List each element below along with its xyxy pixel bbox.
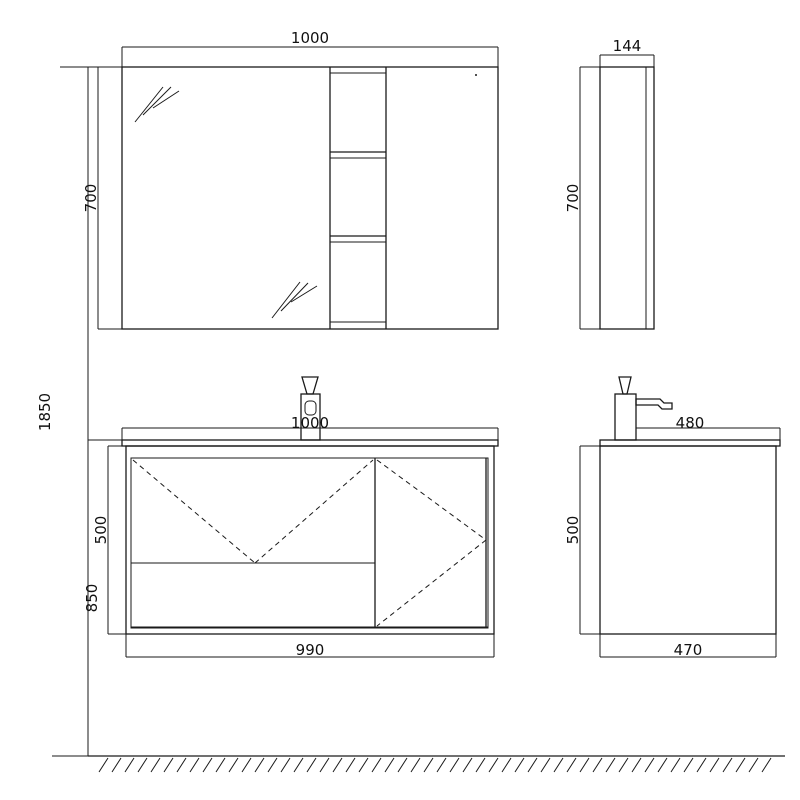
hatch-stroke: [150, 757, 161, 773]
hatch-stroke: [605, 757, 616, 773]
hatch-stroke: [345, 757, 356, 773]
faucet-side: [614, 376, 673, 441]
hatch-stroke: [579, 757, 590, 773]
hatch-stroke: [410, 757, 421, 773]
install-height-label: 850: [83, 584, 101, 613]
hatch-stroke: [592, 757, 603, 773]
hatch-stroke: [293, 757, 304, 773]
hatch-stroke: [436, 757, 447, 773]
vanity-top-width-label: 1000: [291, 414, 329, 432]
hatch-stroke: [462, 757, 473, 773]
total-height-dimension: 1850: [36, 66, 122, 757]
hatch-stroke: [397, 757, 408, 773]
hatch-stroke: [501, 757, 512, 773]
hatch-stroke: [540, 757, 551, 773]
total-height-label: 1850: [36, 393, 54, 431]
hatch-stroke: [527, 757, 538, 773]
hatch-stroke: [371, 757, 382, 773]
hatch-stroke: [488, 757, 499, 773]
mirror-cabinet-side: 144 700: [564, 37, 655, 330]
hatch-stroke: [514, 757, 525, 773]
vanity-depth-top-label: 480: [676, 414, 705, 432]
vanity-body-width-label: 990: [296, 641, 325, 659]
hatch-stroke: [202, 757, 213, 773]
hatch-stroke: [566, 757, 577, 773]
hatch-stroke: [657, 757, 668, 773]
hatch-stroke: [228, 757, 239, 773]
hatch-stroke: [384, 757, 395, 773]
hatch-stroke: [761, 757, 772, 773]
hatch-stroke: [722, 757, 733, 773]
hatch-stroke: [332, 757, 343, 773]
hatch-stroke: [475, 757, 486, 773]
hatch-stroke: [137, 757, 148, 773]
vanity-front: 1000 850 500 990: [83, 376, 499, 659]
mirror-height-label: 700: [82, 184, 100, 213]
hatch-stroke: [709, 757, 720, 773]
hatch-stroke: [267, 757, 278, 773]
hatch-stroke: [124, 757, 135, 773]
hatch-stroke: [618, 757, 629, 773]
hatch-stroke: [748, 757, 759, 773]
hatch-stroke: [449, 757, 460, 773]
hatch-stroke: [189, 757, 200, 773]
vanity-height-label: 500: [92, 516, 110, 545]
hatch-stroke: [683, 757, 694, 773]
vanity-body-depth-label: 470: [674, 641, 703, 659]
hatch-stroke: [644, 757, 655, 773]
mirror-cabinet-front: 1000 700: [82, 29, 499, 330]
hatch-stroke: [163, 757, 174, 773]
hatch-stroke: [241, 757, 252, 773]
hatch-stroke: [670, 757, 681, 773]
hatch-stroke: [319, 757, 330, 773]
hatch-stroke: [423, 757, 434, 773]
hatch-stroke: [553, 757, 564, 773]
mirror-width-label: 1000: [291, 29, 329, 47]
floor-hatching: [98, 757, 772, 773]
hatch-stroke: [280, 757, 291, 773]
hatch-stroke: [254, 757, 265, 773]
mirror-reflection-marks: [134, 86, 318, 319]
vanity-side-height-label: 500: [564, 516, 582, 545]
floor-line: [88, 755, 785, 773]
mirror-depth-label: 144: [613, 37, 642, 55]
handle-dot: [475, 74, 477, 76]
hatch-stroke: [111, 757, 122, 773]
hatch-stroke: [306, 757, 317, 773]
vanity-side: 480 500 470: [564, 376, 781, 659]
hatch-stroke: [358, 757, 369, 773]
mirror-side-height-label: 700: [564, 184, 582, 213]
hatch-stroke: [696, 757, 707, 773]
hatch-stroke: [735, 757, 746, 773]
hatch-stroke: [631, 757, 642, 773]
hatch-stroke: [176, 757, 187, 773]
hatch-stroke: [215, 757, 226, 773]
hatch-stroke: [98, 757, 109, 773]
